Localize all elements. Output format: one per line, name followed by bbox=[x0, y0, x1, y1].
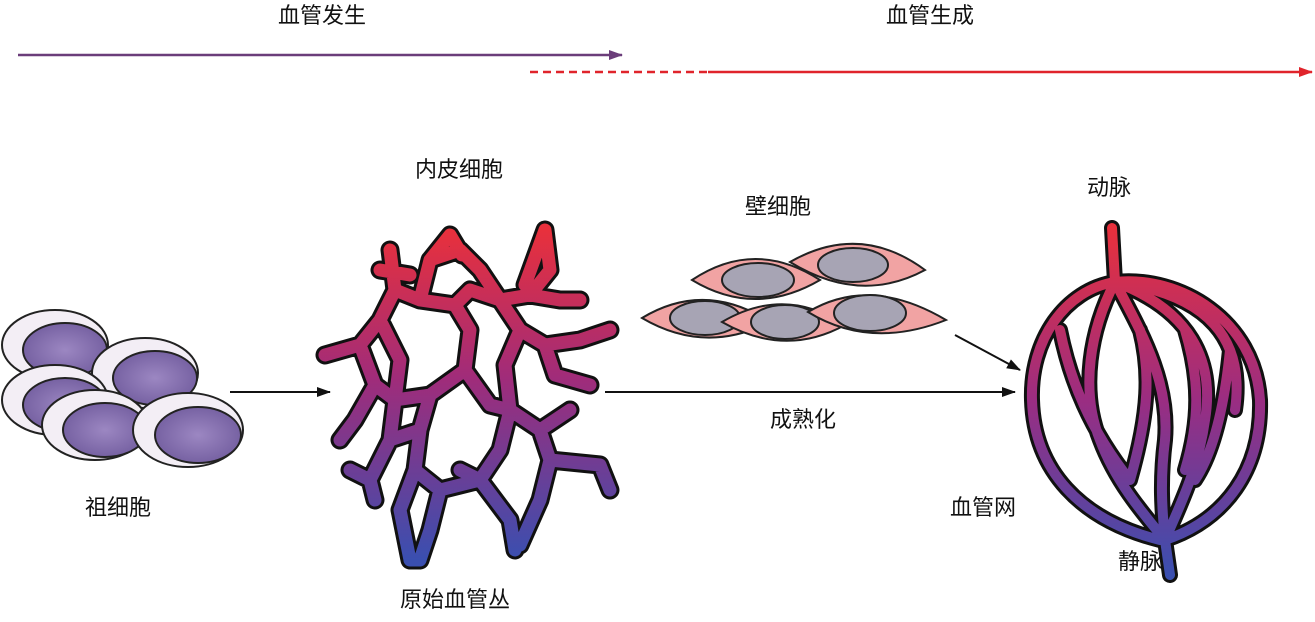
progenitor-cells-label: 祖细胞 bbox=[85, 496, 152, 521]
mural-cell bbox=[690, 258, 822, 300]
mural-cell bbox=[788, 242, 927, 287]
network-vessels bbox=[1026, 223, 1266, 580]
mural-cells-label: 壁细胞 bbox=[745, 195, 812, 220]
vascular-network bbox=[1023, 220, 1269, 583]
mural-cell bbox=[806, 294, 949, 335]
progenitor-cell bbox=[91, 337, 199, 409]
progenitor-cells bbox=[1, 309, 244, 468]
vasculogenesis-label: 血管发生 bbox=[278, 4, 367, 29]
endothelial-cells-label: 内皮细胞 bbox=[415, 158, 504, 183]
angiogenesis-label: 血管生成 bbox=[886, 4, 975, 29]
mural-cells bbox=[640, 242, 949, 342]
primitive-plexus-label: 原始血管丛 bbox=[400, 588, 511, 613]
maturation-label: 成熟化 bbox=[770, 408, 837, 433]
phase-arrows bbox=[18, 50, 1313, 77]
artery-label: 动脉 bbox=[1087, 176, 1132, 201]
progenitor-cell bbox=[132, 392, 244, 468]
progenitor-cell bbox=[41, 389, 149, 461]
plexus-vessels bbox=[318, 223, 617, 567]
arrow-mural-to-network bbox=[954, 334, 1021, 371]
primitive-vascular-plexus bbox=[315, 220, 620, 570]
vein-label: 静脉 bbox=[1118, 550, 1163, 575]
vascular-network-label: 血管网 bbox=[950, 496, 1017, 521]
